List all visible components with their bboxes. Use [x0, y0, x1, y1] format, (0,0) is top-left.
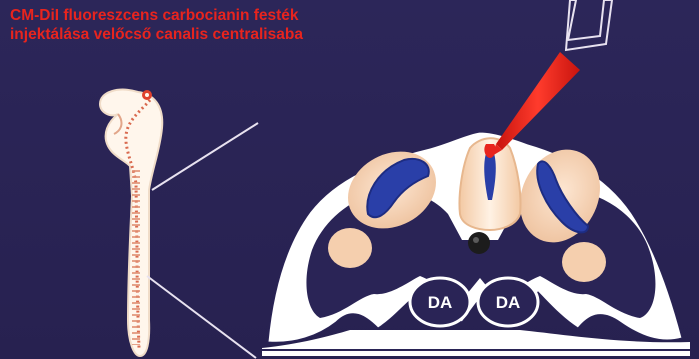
mesenchyme-left: [328, 228, 372, 268]
caption-line-2: injektálása velőcső canalis centralisaba: [10, 25, 303, 44]
caption-line-1: CM-DiI fluoreszcens carbocianin festék: [10, 6, 303, 25]
embryo: [100, 90, 162, 356]
needle-shaft: [496, 52, 580, 150]
pointer-line-upper: [152, 123, 258, 190]
pointer-line-lower: [147, 276, 256, 358]
injection-needle: [492, 0, 612, 156]
embryo-body: [100, 90, 162, 356]
needle-holder: [566, 0, 612, 50]
bottom-layer: [262, 330, 690, 356]
notochord: [468, 232, 490, 254]
mesenchyme-right: [562, 242, 606, 282]
diagram-caption: CM-DiI fluoreszcens carbocianin festék i…: [10, 6, 303, 44]
dorsal-aorta-left: DA: [410, 278, 470, 326]
embryo-eye-center: [145, 93, 149, 97]
dorsal-aorta-left-label: DA: [428, 293, 453, 312]
dorsal-aorta-right: DA: [478, 278, 538, 326]
neural-tube-cross-section: DA DA: [262, 132, 690, 356]
notochord-highlight: [473, 237, 479, 243]
dorsal-aorta-right-label: DA: [496, 293, 521, 312]
